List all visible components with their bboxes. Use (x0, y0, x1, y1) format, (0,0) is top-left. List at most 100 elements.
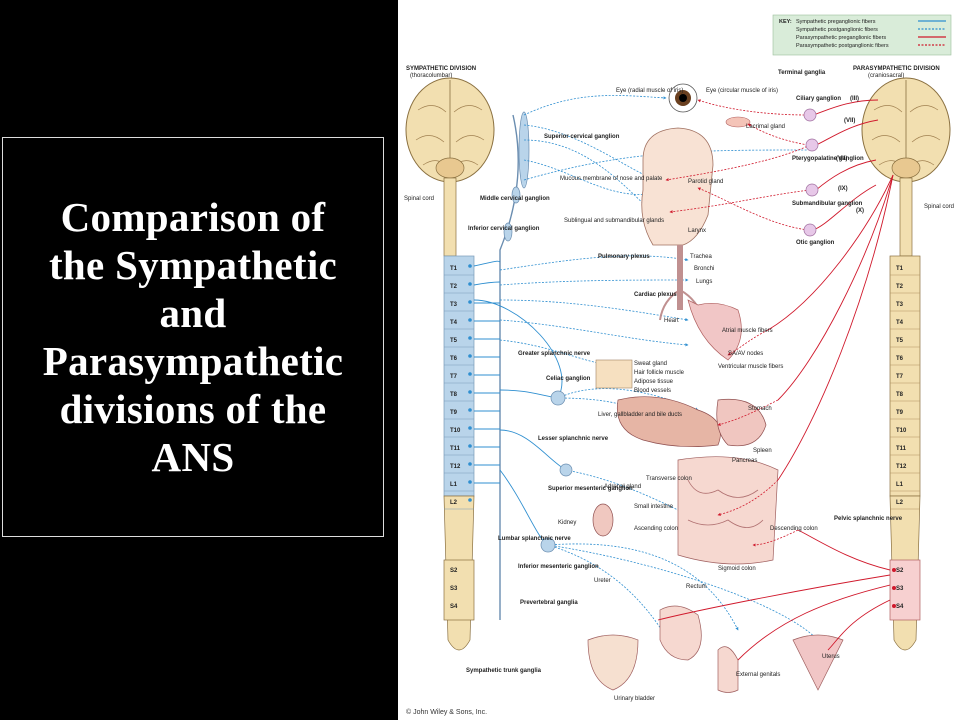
trunk-ganglia-label: Sympathetic trunk ganglia (466, 668, 542, 674)
inferior-mesenteric-label: Inferior mesenteric ganglion (518, 564, 599, 570)
key-item-0: Sympathetic preganglionic fibers (796, 19, 876, 25)
rectum-label: Rectum (686, 584, 707, 590)
right-spinal-cord-label: Spinal cord (924, 204, 954, 210)
segment-neuron-dot (468, 390, 472, 394)
terminal-ganglia-label: Terminal ganglia (778, 70, 826, 76)
segment-label-t11: T11 (450, 446, 461, 452)
stomach-label: Stomach (748, 406, 772, 412)
segment-label-t5: T5 (896, 338, 904, 344)
segment-label-t6: T6 (896, 356, 904, 362)
heart-label: Heart (664, 318, 679, 324)
sublingual-label: Sublingual and submandibular glands (564, 218, 664, 224)
otic-label: Otic ganglion (796, 240, 835, 246)
segment-label-t1: T1 (896, 266, 904, 272)
sacral-label-s4: S4 (896, 604, 904, 610)
sympathetic-fibers (473, 260, 567, 546)
segment-neuron-dot (468, 498, 472, 502)
ciliary-label: Ciliary ganglion (796, 96, 841, 102)
ascending-label: Ascending colon (634, 526, 678, 532)
head-profile-shape (641, 127, 714, 246)
lumbar-splanchnic-label: Lumbar splanchnic nerve (498, 536, 571, 542)
submandibular-label: Submandibular ganglion (792, 201, 863, 207)
segment-label-t2: T2 (450, 284, 458, 290)
segment-label-t12: T12 (896, 464, 907, 470)
key-box: KEY: Sympathetic preganglionic fibers Sy… (772, 14, 952, 56)
adipose-label: Adipose tissue (634, 379, 674, 385)
adrenal-label: Adrenal gland (604, 484, 641, 490)
bronchi-label: Bronchi (694, 266, 714, 272)
segment-label-l1: L1 (896, 482, 904, 488)
cranial-nerve-10: (X) (856, 208, 864, 214)
segment-neuron-dot (468, 480, 472, 484)
right-brain (861, 77, 951, 183)
segment-label-l2: L2 (450, 500, 458, 506)
cardiac-plexus-label: Cardiac plexus (634, 292, 677, 298)
segment-neuron-dot (468, 426, 472, 430)
sacral-label-s3: S3 (450, 586, 458, 592)
key-item-1: Sympathetic postganglionic fibers (796, 27, 878, 33)
organs (587, 83, 844, 693)
sacral-neuron-dot (892, 568, 896, 572)
sa-av-label: SA/AV nodes (728, 351, 763, 357)
parotid-label: Parotid gland (688, 179, 723, 185)
cranial-nerve-7b: (VII) (836, 156, 847, 162)
blood-label: Blood vessels (634, 388, 671, 394)
lacrimal-label: Lacrimal gland (746, 124, 785, 130)
ans-diagram-svg: KEY: Sympathetic preganglionic fibers Sy… (404, 14, 954, 716)
descending-label: Descending colon (770, 526, 818, 532)
segment-label-t4: T4 (896, 320, 904, 326)
kidney-label: Kidney (558, 520, 576, 526)
left-spinal-cord: Spinal cord (404, 177, 475, 651)
superior-mesenteric-label: Superior mesenteric ganglion (548, 486, 633, 492)
pterygopalatine-label: Pterygopalatine ganglion (792, 156, 864, 162)
sacral-label-s4: S4 (450, 604, 458, 610)
genitals-label: External genitals (736, 672, 780, 678)
inferior-mesenteric-ganglion-shape (540, 537, 556, 553)
right-spinal-cord: Spinal cord (889, 177, 954, 651)
segment-neuron-dot (468, 336, 472, 340)
parasympathetic-postganglionic-fibers (665, 99, 811, 547)
prevertebral-label: Prevertebral ganglia (520, 600, 578, 606)
lesser-splanchnic-label: Lesser splanchnic nerve (538, 436, 609, 442)
uterus-label: Uterus (822, 654, 840, 660)
kidney-shape (592, 503, 614, 537)
segment-label-t12: T12 (450, 464, 461, 470)
key-item-2: Parasympathetic preganglionic fibers (796, 35, 886, 41)
sweat-label: Sweat gland (634, 361, 667, 367)
segment-label-t1: T1 (450, 266, 458, 272)
heart-shape (687, 299, 742, 361)
liver-label: Liver, gallbladder and bile ducts (598, 412, 682, 418)
segment-label-t3: T3 (450, 302, 458, 308)
segment-neuron-dot (468, 372, 472, 376)
genitals-shape (717, 646, 739, 693)
sigmoid-label: Sigmoid colon (718, 566, 756, 572)
spleen-label: Spleen (753, 448, 772, 454)
skin-shape (595, 359, 633, 389)
segment-label-l1: L1 (450, 482, 458, 488)
greater-splanchnic-label: Greater splanchnic nerve (518, 351, 591, 357)
left-spinal-cord-label: Spinal cord (404, 196, 434, 202)
segment-neuron-dot (468, 462, 472, 466)
segment-neuron-dot (468, 354, 472, 358)
superior-cervical-ganglion-shape (518, 111, 530, 189)
pelvic-splanchnic-label: Pelvic splanchnic nerve (834, 516, 903, 522)
liver-shape (616, 396, 721, 448)
segment-neuron-dot (468, 318, 472, 322)
inferior-cervical-label: Inferior cervical ganglion (468, 226, 540, 232)
submandibular-ganglion-shape (805, 183, 819, 197)
stomach-shape (716, 398, 767, 447)
sacral-label-s3: S3 (896, 586, 904, 592)
eye-radial-label: Eye (radial muscle of iris) (616, 88, 683, 94)
key-item-3: Parasympathetic postganglionic fibers (796, 43, 889, 49)
cranial-nerve-7a: (VII) (844, 118, 855, 124)
superior-cervical-label: Superior cervical ganglion (544, 134, 620, 140)
pulmonary-plexus-label: Pulmonary plexus (598, 254, 650, 260)
urinary-bladder-shape (587, 634, 639, 691)
segment-label-t5: T5 (450, 338, 458, 344)
small-intestine-label: Small intestine (634, 504, 674, 510)
hair-label: Hair follicle muscle (634, 370, 685, 376)
segment-label-t11: T11 (896, 446, 907, 452)
uterus-shape (792, 634, 844, 691)
left-brain (405, 77, 495, 183)
